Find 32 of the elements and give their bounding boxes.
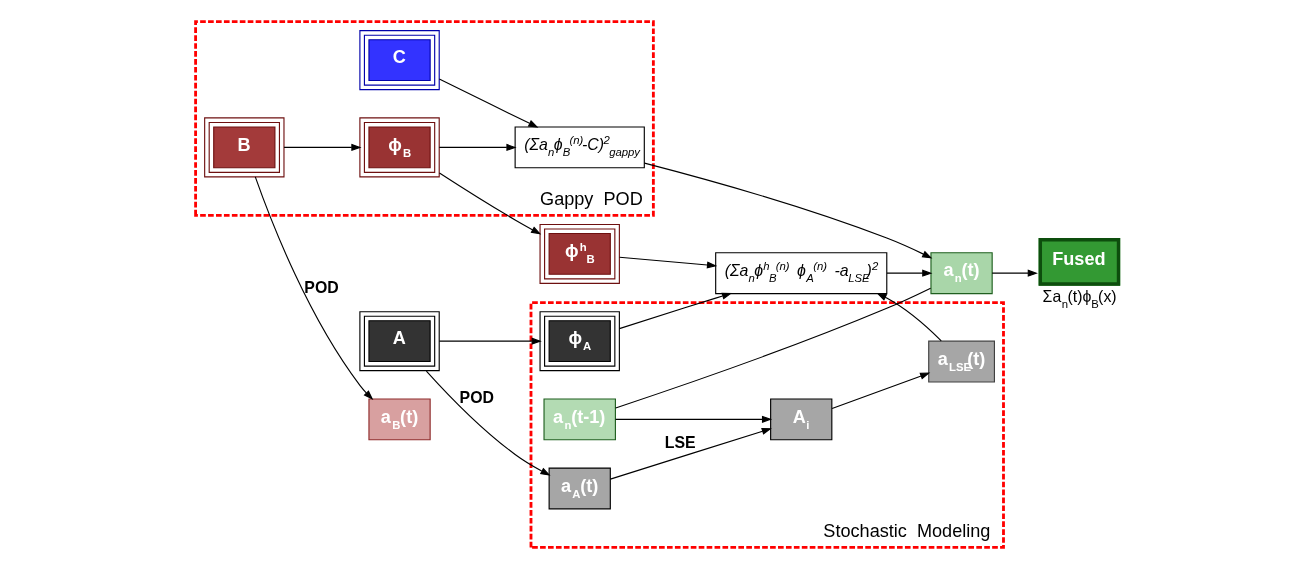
node-box: a$_{A}$(t) — [548, 467, 611, 510]
arrow — [283, 143, 362, 151]
arrow — [609, 427, 772, 480]
arrow — [615, 415, 773, 423]
arrow — [438, 172, 542, 235]
arrow — [876, 292, 942, 342]
arrow — [254, 176, 374, 400]
arrow — [618, 256, 718, 269]
node-box: a$_{n}$(t) — [930, 252, 993, 295]
arrow — [643, 162, 933, 259]
node-box: B — [204, 117, 285, 178]
arrow — [886, 269, 933, 277]
edge-label: LSE — [664, 433, 696, 451]
node-box: a$_{LSE}$(t) — [928, 340, 995, 383]
arrow — [438, 78, 539, 128]
arrow — [991, 269, 1038, 277]
edge-label: POD — [304, 278, 339, 296]
connector — [615, 287, 932, 409]
node-box: a$_{n}$(t-1) — [543, 398, 616, 441]
node-box: A$_{i}$ — [770, 398, 833, 441]
arrow — [618, 292, 733, 330]
node-box: ϕ$_{A}$ — [539, 311, 620, 372]
node-box: A — [359, 311, 440, 372]
arrow — [425, 370, 551, 476]
node-box: a$_{B}$(t) — [368, 398, 431, 441]
edge-label: POD — [459, 388, 494, 406]
node-label: Σa$_{n}$(t)ϕ$_{B}$(x) — [1042, 287, 1117, 310]
arrow — [438, 143, 517, 151]
node-box: C — [359, 30, 440, 91]
arrow — [831, 372, 931, 410]
node-box: ϕ$_{B}$ — [359, 117, 440, 178]
arrow — [438, 337, 542, 345]
